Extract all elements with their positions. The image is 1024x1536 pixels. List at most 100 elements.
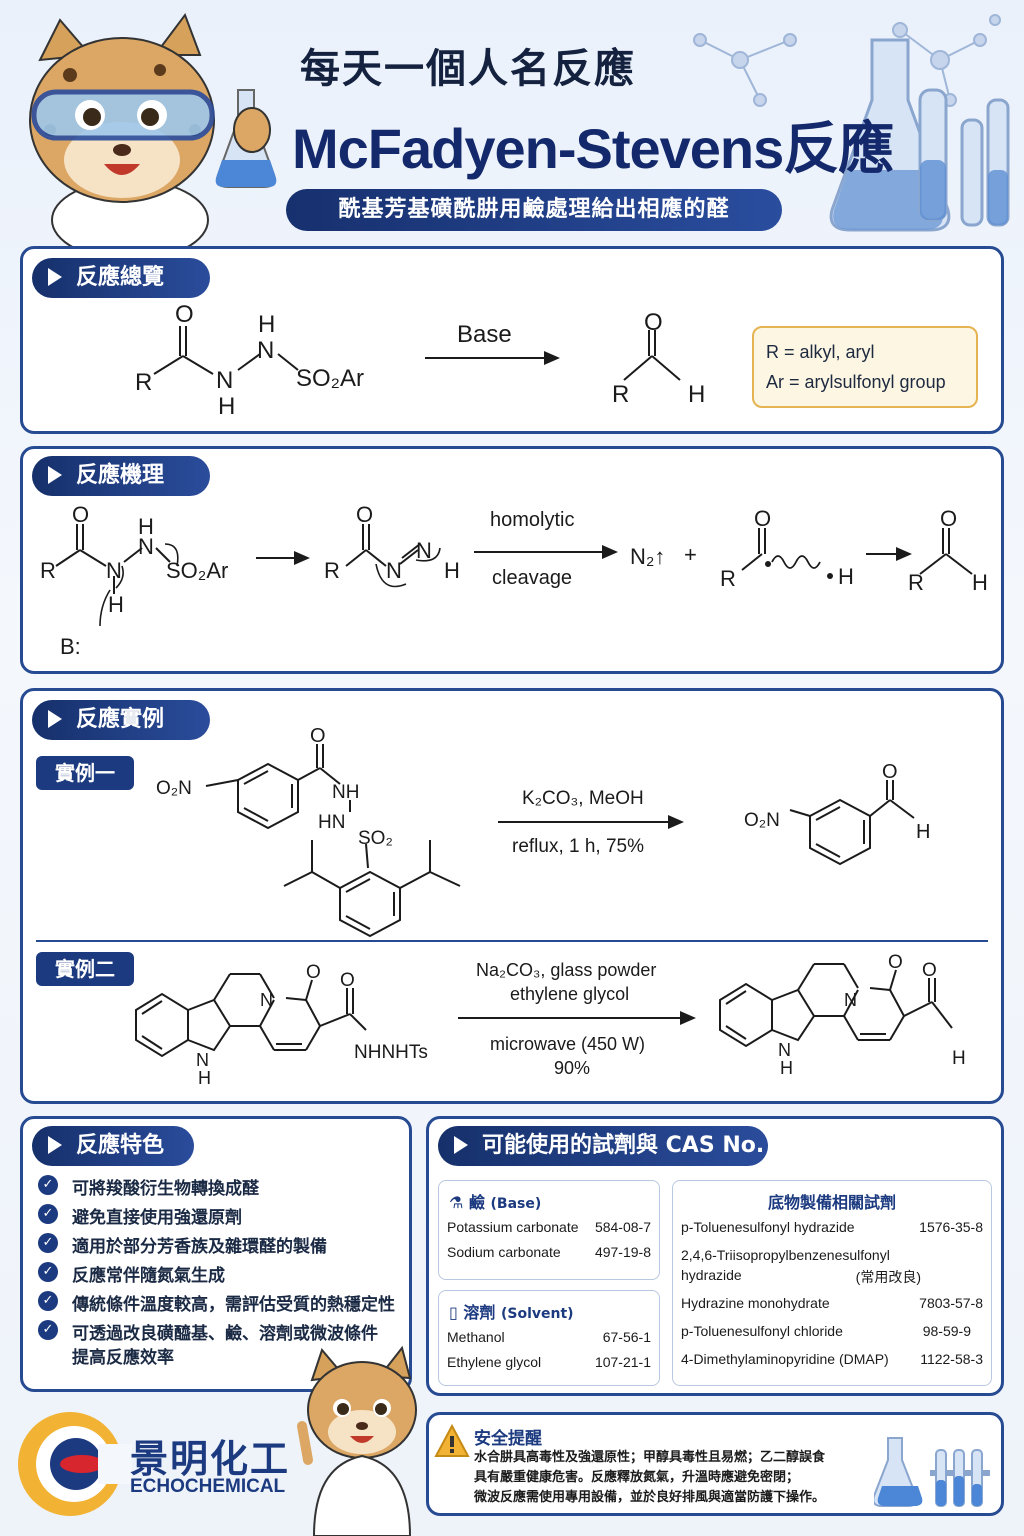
safety-line: 水合肼具高毒性及強還原性；甲醇具毒性且易燃；乙二醇誤食 (474, 1450, 826, 1465)
mech-h5: H (972, 570, 988, 595)
substrate-title: 底物製備相關試劑 (767, 1193, 896, 1212)
mech-h1: H (108, 592, 124, 617)
n1: N (216, 367, 233, 394)
mech-o2: O (356, 502, 373, 527)
cleavage-label: cleavage (492, 567, 572, 589)
solvent-title: ▯ 溶劑 (Solvent) (449, 1303, 574, 1322)
r-definition: R = alkyl, aryl (766, 342, 875, 362)
features-heading: 反應特色 (32, 1126, 194, 1166)
plus-sign: + (684, 542, 697, 567)
safety-line: 微波反應需使用專用設備，並於良好排風與適當防護下操作。 (474, 1490, 826, 1505)
safety-line: 具有嚴重健康危害。反應釋放氮氣，升溫時應避免密閉； (474, 1470, 800, 1485)
ex1-so2: SO₂ (358, 828, 393, 849)
example2-tag: 實例二 (36, 952, 134, 986)
ex2p-o2: O (922, 960, 937, 981)
aldehyde-o: O (644, 309, 663, 336)
play-icon (48, 268, 62, 286)
mech-o1: O (72, 502, 89, 527)
tiger-mascot-icon (29, 12, 277, 250)
feature-item: ✓可將羧酸衍生物轉換成醛 (38, 1174, 408, 1203)
brand-logo-icon (18, 1412, 132, 1516)
mech-h2: H (138, 514, 154, 539)
mech-n1: N (106, 558, 122, 583)
aldehyde-h: H (688, 381, 705, 408)
subtitle-banner: 酰基芳基磺酰肼用鹼處理給出相應的醛 (286, 189, 782, 231)
molecule-network-icon (693, 14, 1001, 107)
ex2-reagent1: Na₂CO₃, glass powder (476, 960, 656, 980)
feature-item: ✓避免直接使用強還原劑 (38, 1203, 408, 1232)
brand-name-cn: 景明化工 (130, 1437, 291, 1481)
ex1-hn: HN (318, 812, 345, 833)
ex1-o2n: O₂N (156, 778, 192, 799)
mech-n2: N (138, 534, 154, 559)
safety-title: 安全提醒 (474, 1429, 542, 1449)
so2ar-group: SO₂Ar (296, 365, 364, 392)
page-title: McFadyen-Stevens反應 (292, 117, 894, 180)
mech-so2ar: SO₂Ar (166, 558, 228, 583)
ex1p-o2n: O₂N (744, 810, 780, 831)
mech-h4: H (838, 564, 854, 589)
example1-tag: 實例一 (36, 756, 134, 790)
reagents-heading: 可能使用的試劑與 CAS No. (438, 1126, 768, 1166)
play-icon (48, 466, 62, 484)
ex1-nh: NH (332, 782, 359, 803)
mech-base: B: (60, 634, 81, 659)
feature-item: ✓適用於部分芳香族及雜環醛的製備 (38, 1232, 408, 1261)
base-label: Base (457, 321, 512, 348)
feature-item: ✓反應常伴隨氮氣生成 (38, 1261, 408, 1290)
examples-heading: 反應實例 (32, 700, 210, 740)
check-icon: ✓ (38, 1204, 58, 1224)
flask-icon: ⚗ (449, 1193, 469, 1212)
examples-scheme: O₂N O NH HN SO₂ K₂CO₃, MeOH reflux, 1 h,… (135, 725, 966, 1088)
overview-heading: 反應總覽 (32, 258, 210, 298)
ex2-nh: N (196, 1050, 209, 1070)
glassware-icon (829, 38, 1010, 232)
examples-divider (36, 940, 988, 942)
lab-equipment-icon (874, 1437, 990, 1507)
base-title: ⚗ 鹼 (Base) (449, 1193, 542, 1212)
mech-o3: O (754, 506, 771, 531)
ar-definition: Ar = arylsulfonyl group (766, 372, 946, 392)
ex2-condition2: 90% (554, 1058, 590, 1078)
mech-h3: H (444, 558, 460, 583)
mech-r2: R (324, 558, 340, 583)
homolytic-label: homolytic (490, 509, 574, 531)
ex2p-n: N (844, 990, 857, 1010)
features-list: ✓可將羧酸衍生物轉換成醛 ✓避免直接使用強還原劑 ✓適用於部分芳香族及雜環醛的製… (38, 1174, 408, 1372)
mech-r3: R (720, 566, 736, 591)
feature-item-cont: 提高反應效率 (72, 1348, 174, 1368)
mech-r1: R (40, 558, 56, 583)
mechanism-scheme: O R N H N H SO₂Ar B: O R N N H homolytic… (40, 502, 988, 659)
ex2-condition1: microwave (450 W) (490, 1034, 645, 1054)
check-icon: ✓ (38, 1262, 58, 1282)
mech-n3: N (386, 558, 402, 583)
play-icon (454, 1136, 468, 1154)
check-icon: ✓ (38, 1320, 58, 1340)
ex2p-nh: N (778, 1040, 791, 1060)
ex1p-h: H (916, 821, 930, 843)
safety-body: 水合肼具高毒性及強還原性；甲醇具毒性且易燃；乙二醇誤食 具有嚴重健康危害。反應釋… (474, 1448, 874, 1508)
h1: H (218, 393, 235, 420)
substituent-definitions: R = alkyl, aryl Ar = arylsulfonyl group (752, 326, 978, 408)
mech-r4: R (908, 570, 924, 595)
check-icon: ✓ (38, 1233, 58, 1253)
ex2p-h2: H (952, 1048, 966, 1069)
n2: N (257, 337, 274, 364)
ex1-conditions: reflux, 1 h, 75% (512, 836, 644, 857)
mech-o4: O (940, 506, 957, 531)
table-row: 4-Dimethylaminopyridine (DMAP)1122-58-3 (681, 1351, 983, 1367)
ex1-o: O (310, 725, 326, 747)
ex2-h: H (198, 1068, 211, 1088)
aldehyde-r: R (612, 381, 629, 408)
tiger-mascot-icon (297, 1345, 417, 1536)
beaker-icon: ▯ (449, 1303, 464, 1322)
ex2-o1: O (306, 962, 321, 983)
